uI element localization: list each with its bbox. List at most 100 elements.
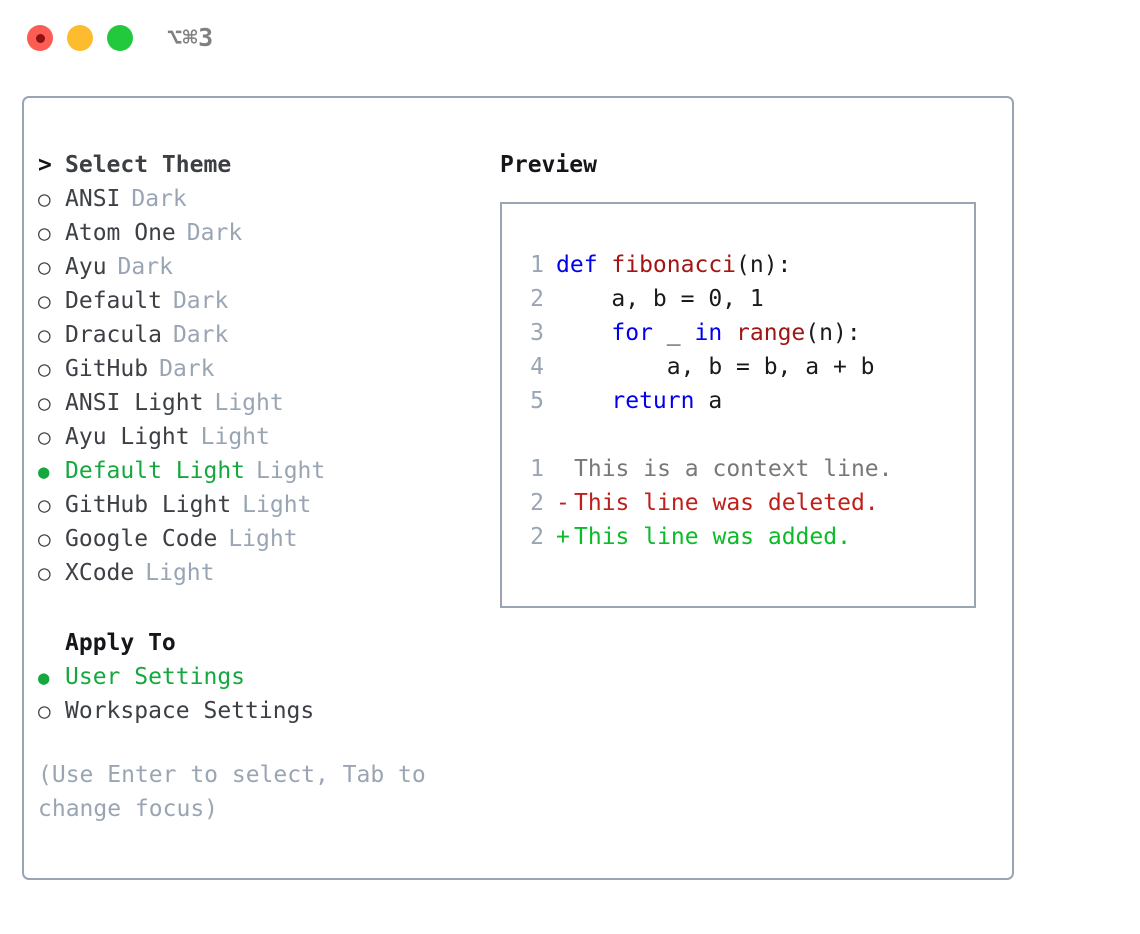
code-line-text: def fibonacci(n):: [556, 248, 791, 282]
code-token-plain: (n):: [805, 320, 861, 346]
code-line-text: a, b = 0, 1: [556, 282, 764, 316]
code-line-text: return a: [556, 384, 722, 418]
theme-option-ansi-light[interactable]: ○ ANSI Light Light: [38, 386, 488, 420]
theme-option-label: Ayu Light: [65, 424, 190, 450]
radio-selected-icon: ●: [38, 667, 50, 689]
theme-option-ansi[interactable]: ○ ANSI Dark: [38, 182, 488, 216]
diff-marker-icon: [556, 452, 574, 486]
code-line-number: 5: [530, 388, 544, 414]
keyboard-hint: (Use Enter to select, Tab to change focu…: [38, 762, 426, 822]
theme-option-tag: Light: [214, 390, 284, 416]
code-token-keyword: for: [611, 320, 653, 346]
theme-option-tag: Dark: [131, 186, 187, 212]
theme-option-label: Atom One: [65, 220, 176, 246]
theme-option-atom-one[interactable]: ○ Atom One Dark: [38, 216, 488, 250]
theme-option-label: ANSI: [65, 186, 121, 212]
apply-to-list: ● User Settings ○Workspace Settings: [38, 660, 488, 728]
radio-unselected-icon: ○: [38, 323, 51, 347]
apply-to-option-label: User Settings: [65, 664, 246, 690]
theme-option-tag: Light: [256, 458, 326, 484]
theme-option-tag: Dark: [172, 288, 229, 314]
radio-unselected-icon: ○: [38, 357, 51, 381]
window-title: ⌥⌘3: [167, 23, 214, 52]
code-line-number: 2: [530, 286, 544, 312]
diff-marker-icon: +: [556, 524, 570, 550]
code-line-number: 4: [530, 354, 544, 380]
code-token-plain: [556, 388, 611, 414]
code-token-plain: a, b = 0, 1: [556, 286, 764, 312]
code-line-number: 3: [530, 320, 544, 346]
title-bar: ⌥⌘3: [0, 0, 1140, 76]
diff-line-context: 1 This is a context line.: [516, 452, 974, 486]
theme-option-tag: Light: [228, 526, 298, 552]
theme-option-tag: Dark: [172, 322, 229, 348]
code-token-plain: [722, 320, 736, 346]
diff-sample: 1 This is a context line.2-This line was…: [516, 452, 974, 554]
radio-selected-icon: ●: [38, 461, 50, 483]
theme-option-tag: Dark: [186, 220, 243, 246]
diff-line-added: 2+This line was added.: [516, 520, 974, 554]
radio-unselected-icon: ○: [38, 527, 51, 551]
maximize-window-button[interactable]: [107, 25, 133, 51]
theme-option-label: Dracula: [65, 322, 162, 348]
select-theme-heading: > Select Theme: [38, 148, 488, 182]
theme-option-label: Default: [65, 288, 162, 314]
radio-unselected-icon: ○: [38, 699, 51, 723]
theme-option-tag: Light: [242, 492, 312, 518]
code-token-plain: (n):: [736, 252, 792, 278]
apply-to-heading-label: Apply To: [65, 630, 176, 656]
code-line-text: for _ in range(n):: [556, 316, 861, 350]
radio-unselected-icon: ○: [38, 493, 51, 517]
theme-option-label: ANSI Light: [65, 390, 204, 416]
section-spacer: [38, 590, 488, 626]
code-line: 2 a, b = 0, 1: [516, 282, 974, 316]
theme-option-dracula[interactable]: ○ Dracula Dark: [38, 318, 488, 352]
theme-option-default-light[interactable]: ● Default Light Light: [38, 454, 488, 488]
close-window-button[interactable]: [27, 25, 53, 51]
diff-line-deleted: 2-This line was deleted.: [516, 486, 974, 520]
select-theme-heading-label: Select Theme: [65, 152, 232, 178]
code-diff-spacer: [516, 418, 974, 452]
code-token-plain: [556, 320, 611, 346]
apply-to-heading: Apply To: [38, 626, 488, 660]
code-token-keyword: return: [611, 388, 695, 414]
theme-option-tag: Dark: [117, 254, 173, 280]
radio-unselected-icon: ○: [38, 187, 51, 211]
prompt-caret-icon: >: [38, 152, 52, 178]
preview-title: Preview: [500, 152, 597, 178]
minimize-window-button[interactable]: [67, 25, 93, 51]
theme-option-label: XCode: [65, 560, 135, 586]
apply-to-option-workspace-settings[interactable]: ○Workspace Settings: [38, 694, 488, 728]
code-line: 3 for _ in range(n):: [516, 316, 974, 350]
code-token-plain: a, b = b, a + b: [556, 354, 875, 380]
radio-unselected-icon: ○: [38, 255, 51, 279]
theme-option-label: Default Light: [65, 458, 246, 484]
theme-option-label: Ayu: [65, 254, 107, 280]
diff-line-text: This line was added.: [574, 524, 851, 550]
code-line: 5 return a: [516, 384, 974, 418]
theme-option-tag: Dark: [159, 356, 215, 382]
theme-option-github-light[interactable]: ○ GitHub Light Light: [38, 488, 488, 522]
theme-option-label: GitHub Light: [65, 492, 232, 518]
apply-to-option-user-settings[interactable]: ● User Settings: [38, 660, 488, 694]
theme-option-ayu[interactable]: ○ Ayu Dark: [38, 250, 488, 284]
code-line: 4 a, b = b, a + b: [516, 350, 974, 384]
code-token-keyword: in: [694, 320, 723, 346]
code-token-plain: a: [694, 388, 723, 414]
radio-unselected-icon: ○: [38, 391, 51, 415]
diff-line-number: 1: [530, 456, 544, 482]
theme-option-tag: Light: [200, 424, 270, 450]
code-token-function: fibonacci: [611, 252, 737, 278]
radio-unselected-icon: ○: [38, 221, 51, 245]
